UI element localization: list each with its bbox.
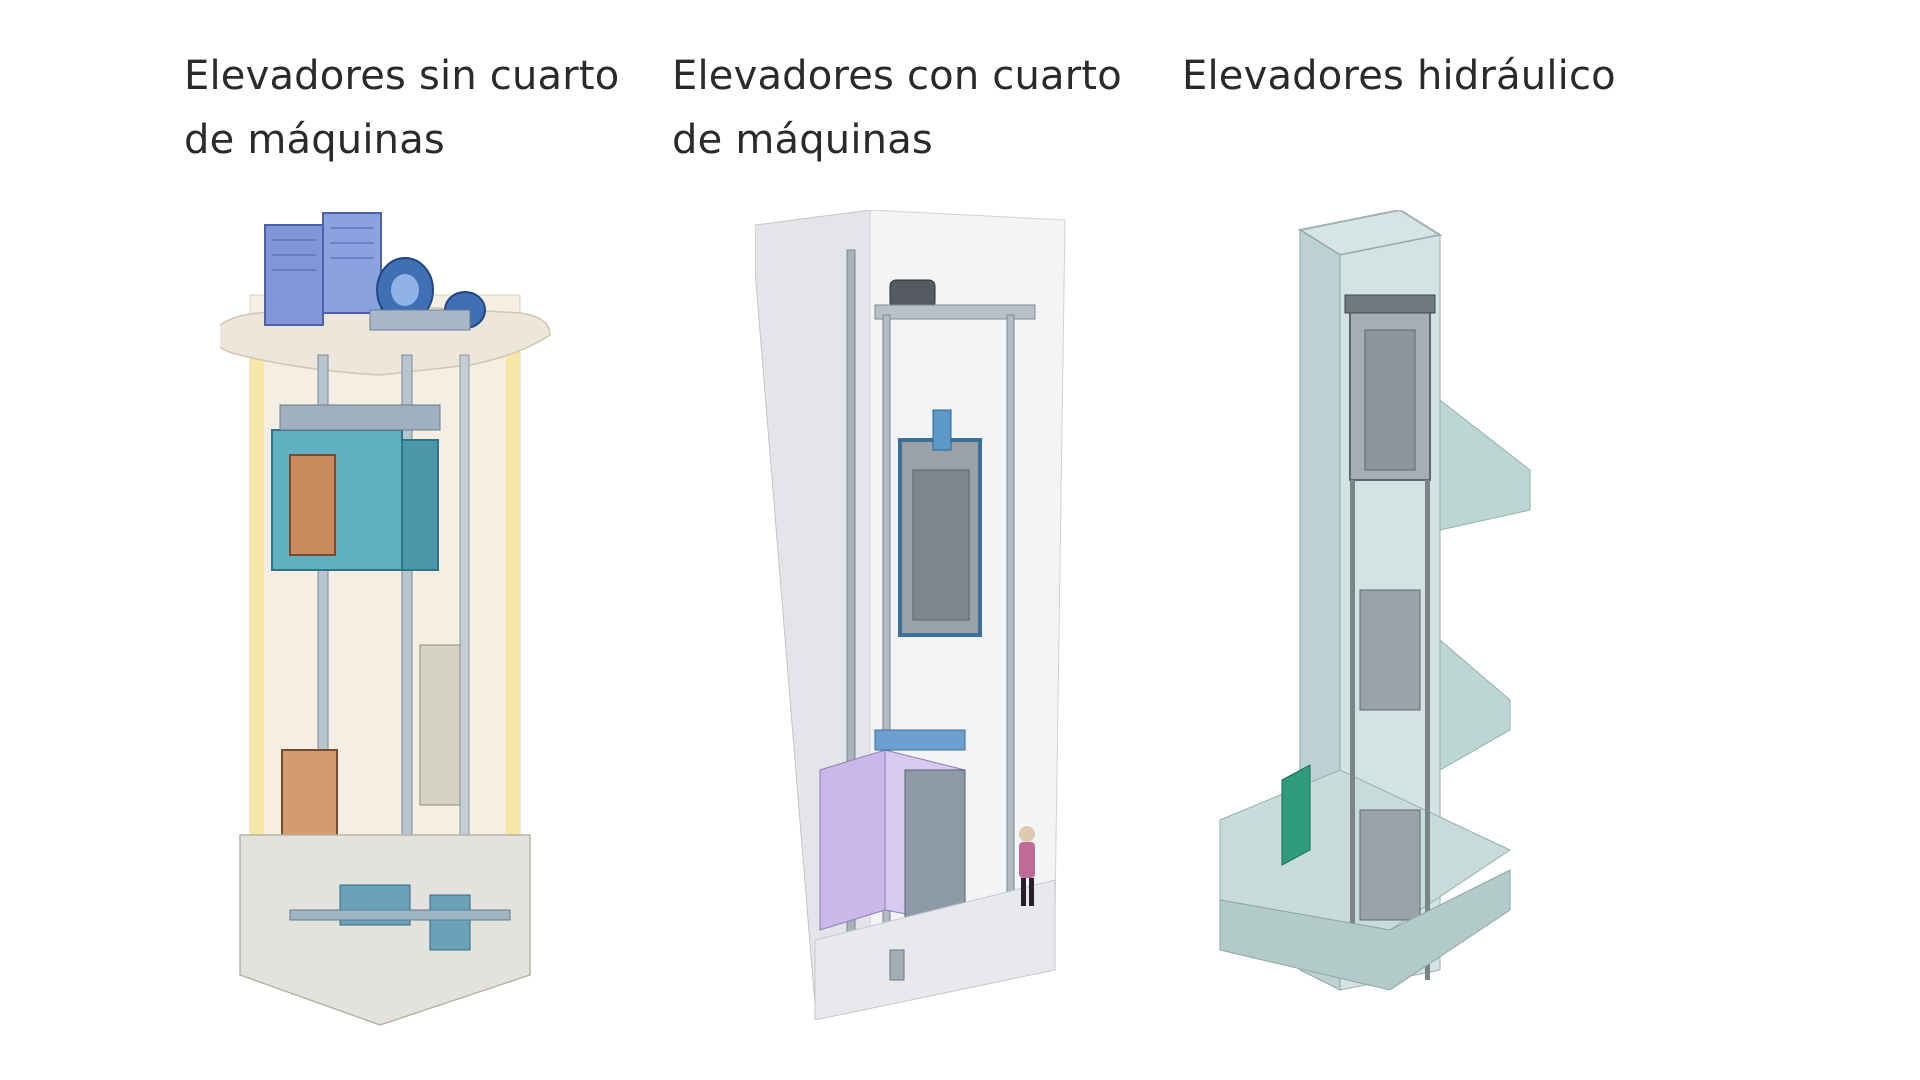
motor xyxy=(369,257,486,331)
shaft-base xyxy=(1219,869,1511,991)
title-with-machine-room: Elevadores con cuarto de máquinas xyxy=(672,44,1122,172)
elevator-car xyxy=(271,404,441,571)
title-line-1: Elevadores hidráulico xyxy=(1182,53,1616,99)
hydraulic-rail-right xyxy=(1425,480,1430,980)
pit-equipment xyxy=(289,884,511,951)
shaft-pit xyxy=(239,834,531,1026)
control-cabinets xyxy=(264,212,382,326)
shaft-floor xyxy=(814,879,1056,1020)
illustration-with-machine-room-elevator xyxy=(755,210,1066,1020)
landing-door-middle xyxy=(1359,589,1421,711)
counterweight xyxy=(419,644,461,806)
title-line-2: de máquinas xyxy=(672,117,933,163)
shaft-left-edge xyxy=(250,325,264,925)
person-figure xyxy=(1019,826,1035,906)
title-line-2: de máquinas xyxy=(184,117,445,163)
title-machine-room-less: Elevadores sin cuarto de máquinas xyxy=(184,44,619,172)
title-line-1: Elevadores con cuarto xyxy=(672,53,1122,99)
illustration-hydraulic-elevator xyxy=(1219,210,1531,991)
title-line-1: Elevadores sin cuarto xyxy=(184,53,620,99)
floor-slab-middle xyxy=(1439,638,1511,771)
title-hydraulic: Elevadores hidráulico xyxy=(1182,44,1616,108)
hydraulic-rail-left xyxy=(1350,480,1355,980)
counterweight-frame xyxy=(819,729,966,931)
guide-rail-right xyxy=(1006,314,1015,936)
pit-buffer xyxy=(889,949,905,981)
illustration-machine-room-less-elevator xyxy=(220,212,551,1026)
floor-slab-upper xyxy=(1439,398,1531,531)
elevator-car xyxy=(898,409,982,637)
traction-machine xyxy=(874,279,1036,320)
landing-door xyxy=(1281,764,1311,866)
landing-door-lower xyxy=(1359,809,1421,921)
elevator-car xyxy=(1344,294,1436,481)
shaft-right-edge xyxy=(506,325,520,925)
